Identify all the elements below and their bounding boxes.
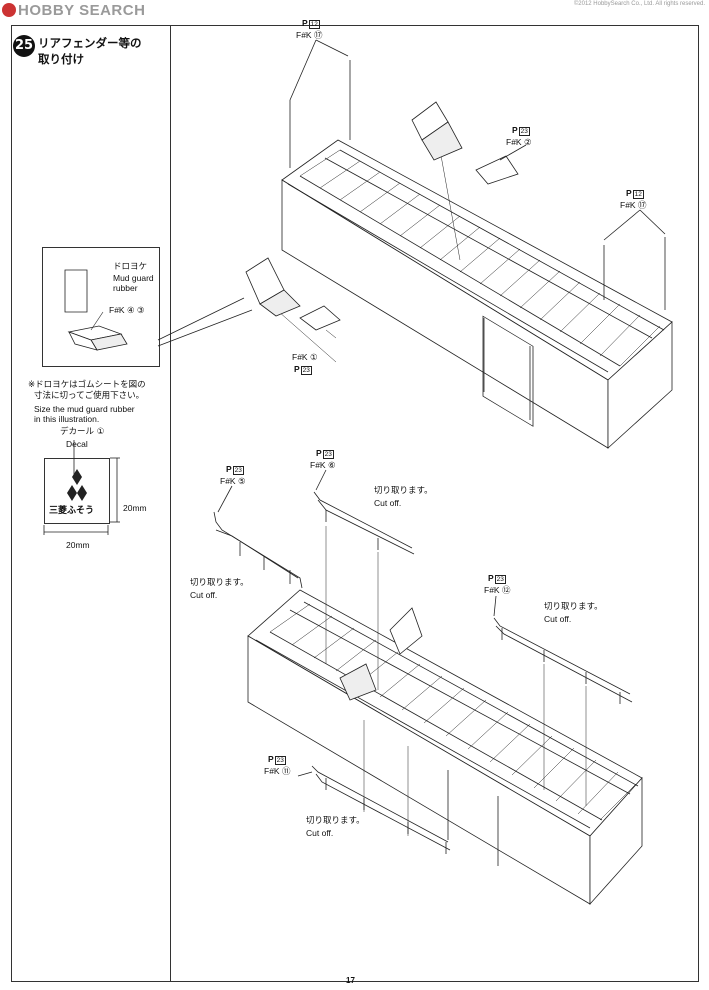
mud-guard-label-jp: ドロヨケ (113, 262, 148, 272)
decal-logo-text: 三菱ふそう (49, 506, 95, 516)
callout-bottom-2-part: F#K ⑥ (310, 460, 336, 470)
step-title: リアフェンダー等の 取り付け (38, 36, 142, 66)
callout-top-2-part: F#K ② (506, 137, 532, 147)
mud-guard-detail-box: ドロヨケ Mud guard rubber F#K ④ ③ (42, 247, 160, 367)
page-number: 17 (346, 976, 355, 985)
cut-off-note-4-jp: 切り取ります。 (306, 816, 365, 826)
note-en-line1: Size the mud guard rubber (34, 404, 135, 414)
cut-off-note-3-en: Cut off. (544, 614, 572, 624)
decal-label-jp: デカール ① (60, 427, 105, 437)
mitsubishi-fuso-logo-icon (67, 469, 87, 501)
cut-off-note-1-en: Cut off. (374, 498, 402, 508)
cut-off-note-2-jp: 切り取ります。 (190, 578, 249, 588)
callout-bottom-4-part: F#K ⑪ (264, 766, 291, 776)
mud-guard-label-en2: rubber (113, 283, 138, 293)
mud-guard-part-ref: F#K ④ ③ (109, 305, 145, 315)
copyright-text: ©2012 HobbySearch Co., Ltd. All rights r… (573, 1, 705, 7)
cut-off-note-2-en: Cut off. (190, 590, 218, 600)
callout-top-4-part: F#K ① (292, 352, 318, 362)
decal-label-en: Decal (66, 439, 88, 449)
callout-bottom-1-part: F#K ⑤ (220, 476, 246, 486)
callout-bottom-3-part: F#K ⑫ (484, 585, 511, 595)
decal-box: 三菱ふそう (44, 458, 110, 524)
hobby-search-watermark: HOBBY SEARCH (2, 2, 145, 19)
step-number-badge: 25 (13, 35, 35, 57)
mud-guard-label-en1: Mud guard (113, 273, 154, 283)
brand-logo-icon (2, 3, 16, 17)
cut-off-note-1-jp: 切り取ります。 (374, 486, 433, 496)
callout-top-3-part: F#K ⑰ (620, 200, 647, 210)
page-frame (11, 25, 699, 982)
cut-off-note-3-jp: 切り取ります。 (544, 602, 603, 612)
note-en-line2: in this illustration. (34, 414, 100, 424)
decal-width-dimension: 20mm (66, 540, 90, 550)
cut-off-note-4-en: Cut off. (306, 828, 334, 838)
column-divider (170, 26, 171, 981)
mud-guard-detail-drawing (64, 269, 128, 351)
decal-height-dimension: 20mm (123, 503, 147, 513)
note-jp-line2: 寸法に切ってご使用下さい。 (34, 391, 145, 401)
callout-top-1-part: F#K ⑰ (296, 30, 323, 40)
note-jp-line1: ※ドロヨケはゴムシートを図の (28, 380, 146, 390)
